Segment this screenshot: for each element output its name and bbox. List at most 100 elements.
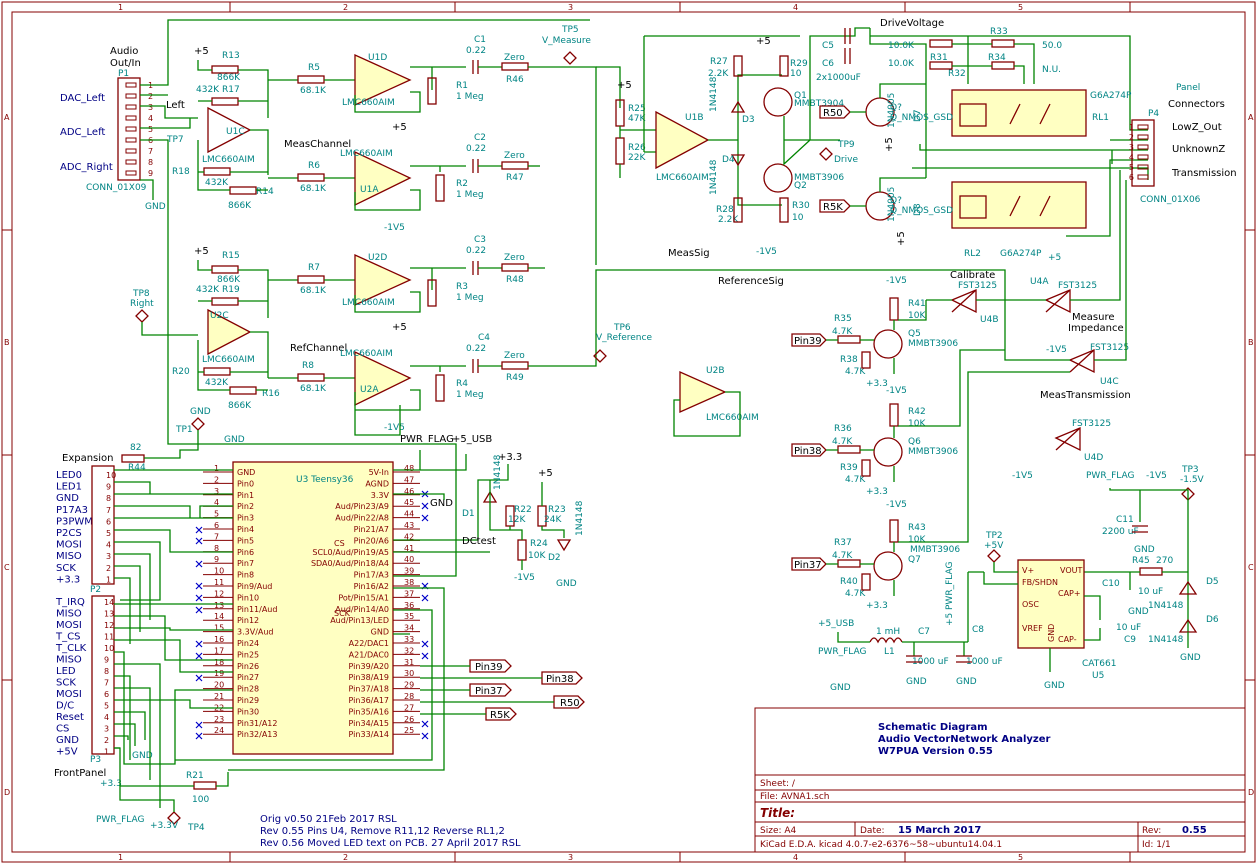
revision-notes: Orig v0.50 21Feb 2017 RSL Rev 0.55 Pins … bbox=[260, 814, 521, 849]
switch-section: Calibrate FST3125 U4B FST3125 U4A Measur… bbox=[791, 170, 1131, 611]
teensy-left-pin-number: 7 bbox=[214, 532, 219, 541]
u4a-label: U4A bbox=[1030, 277, 1049, 287]
teensy-left-pin-number: 24 bbox=[214, 726, 224, 735]
r34-value: N.U. bbox=[1042, 65, 1061, 75]
no-connect-marker bbox=[195, 732, 203, 740]
c6-label: C6 bbox=[822, 59, 834, 69]
p5-teensy: +5 bbox=[538, 468, 553, 479]
teensy-left-pin-name: 3.3V/Aud bbox=[237, 628, 274, 637]
c11-label: C11 bbox=[1116, 515, 1134, 525]
no-connect-marker bbox=[421, 732, 429, 740]
no-connect-marker bbox=[195, 537, 203, 545]
frontpanel-label: MISO bbox=[56, 609, 82, 620]
p4-pin bbox=[1137, 164, 1149, 170]
r31-label: R31 bbox=[930, 53, 948, 63]
expansion-pin-number: 1 bbox=[106, 575, 111, 584]
p33-q5: +3.3 bbox=[866, 379, 888, 389]
c4-value: 0.22 bbox=[466, 344, 486, 354]
p4-pin-number: 1 bbox=[1129, 123, 1134, 132]
r41-label: R41 bbox=[908, 299, 926, 309]
r27-label: R27 bbox=[710, 57, 728, 67]
panel-title-1: Panel bbox=[1176, 83, 1200, 93]
pin39-flag: Pin39 bbox=[794, 336, 822, 347]
teensy-left-pin-name: Pin24 bbox=[237, 639, 259, 648]
pwrflag-1: PWR_FLAG bbox=[1086, 471, 1134, 481]
r5k-out: R5K bbox=[490, 710, 510, 721]
teensy-left-pin-number: 19 bbox=[214, 669, 224, 678]
frontpanel-label: CS bbox=[56, 724, 69, 735]
teensy-right-pin-number: 44 bbox=[404, 510, 414, 519]
zero-3: Zero bbox=[504, 253, 525, 263]
teensy-left-pin-number: 5 bbox=[214, 510, 219, 519]
c9-label: C9 bbox=[1124, 635, 1136, 645]
pwrflag-fp: PWR_FLAG bbox=[96, 815, 144, 825]
p1-pin-number: 8 bbox=[148, 158, 153, 167]
note-3: Rev 0.56 Moved LED text on PCB. 27 April… bbox=[260, 838, 521, 849]
measure-label-2: Impedance bbox=[1068, 323, 1124, 334]
r4-value: 1 Meg bbox=[456, 390, 484, 400]
zero-4: Zero bbox=[504, 351, 525, 361]
teensy-right-pin-number: 33 bbox=[404, 635, 414, 644]
no-connect-marker bbox=[195, 560, 203, 568]
teensy-right-pin-number: 41 bbox=[404, 544, 414, 553]
teensy-left-pin-number: 6 bbox=[214, 521, 219, 530]
teensy-right-pin-name: SCL0/Aud/Pin19/A5 bbox=[312, 548, 389, 557]
p1-pin-number: 9 bbox=[148, 169, 153, 178]
r30-label: R30 bbox=[792, 201, 810, 211]
r1-label: R1 bbox=[456, 81, 468, 91]
teensy-left-pin-number: 11 bbox=[214, 578, 224, 587]
right-label: Right bbox=[130, 299, 154, 309]
u5-part: CAT661 bbox=[1082, 659, 1116, 669]
pin38-flag: Pin38 bbox=[794, 446, 822, 457]
p1-pin bbox=[125, 104, 137, 110]
u1c-label: U1C bbox=[226, 127, 245, 137]
c11-value: 2200 uF bbox=[1102, 527, 1139, 537]
power-supply: PWR_FLAG -1V5 TP3 -1.5V C11 2200 uF GND … bbox=[818, 465, 1219, 693]
pin37-out: Pin37 bbox=[475, 686, 503, 697]
p5v-tp2: +5V bbox=[984, 541, 1004, 551]
d5-label: D5 bbox=[1206, 577, 1219, 587]
audio-title-2: Out/In bbox=[110, 58, 141, 69]
p5-relay2: +5 bbox=[896, 231, 907, 246]
drive-label: Drive bbox=[834, 155, 858, 165]
tb-id: Id: 1/1 bbox=[1142, 840, 1171, 850]
teensy-right-pin-name: Pin35/A16 bbox=[349, 707, 389, 716]
teensy-left-pin-number: 21 bbox=[214, 692, 224, 701]
teensy-left-pin-name: Pin31/A12 bbox=[237, 719, 277, 728]
u1b-label: U1B bbox=[685, 113, 704, 123]
d6-value: 1N4148 bbox=[1148, 635, 1184, 645]
r5-label: R5 bbox=[308, 63, 320, 73]
teensy-left-pin-number: 15 bbox=[214, 624, 224, 633]
teensy-left-pin-number: 17 bbox=[214, 646, 224, 655]
frontpanel-pin-number: 1 bbox=[104, 748, 109, 757]
r44-value: 82 bbox=[130, 443, 141, 453]
teensy-right-pin-name: Pin34/A15 bbox=[349, 719, 389, 728]
p4-conn: CONN_01X06 bbox=[1140, 195, 1201, 205]
u2b-part: LMC660AIM bbox=[706, 413, 759, 423]
teensy-right-pin-number: 28 bbox=[404, 692, 414, 701]
qnm-relay1: Q_NMOS_GSD bbox=[890, 113, 953, 123]
tb-file: File: AVNA1.sch bbox=[760, 792, 830, 802]
expansion-title: Expansion bbox=[62, 453, 114, 464]
r34-label: R34 bbox=[988, 53, 1006, 63]
p4-pin bbox=[1137, 144, 1149, 150]
teensy-ref: U3 Teensy36 bbox=[296, 475, 354, 485]
expansion-label: P3PWM bbox=[56, 516, 93, 527]
p33v-tp4: +3.3V bbox=[150, 821, 179, 831]
dctest-label: DCtest bbox=[462, 536, 496, 547]
q5-value: MMBT3906 bbox=[908, 339, 958, 349]
d1-label: D1 bbox=[462, 509, 475, 519]
frame-row-d-r: D bbox=[1248, 788, 1254, 797]
frontpanel-pin-number: 10 bbox=[104, 644, 114, 653]
teensy-right-pin-number: 27 bbox=[404, 703, 414, 712]
frontpanel-label: SCK bbox=[56, 678, 76, 689]
q2-label: Q2 bbox=[794, 181, 807, 191]
tp9-label: TP9 bbox=[837, 140, 855, 150]
r16-value: 866K bbox=[228, 401, 252, 411]
tb-heading: Schematic Diagram bbox=[878, 722, 988, 733]
d2-label: D2 bbox=[548, 553, 561, 563]
teensy-right-pin-number: 42 bbox=[404, 532, 414, 541]
expansion-pin-number: 7 bbox=[106, 506, 111, 515]
